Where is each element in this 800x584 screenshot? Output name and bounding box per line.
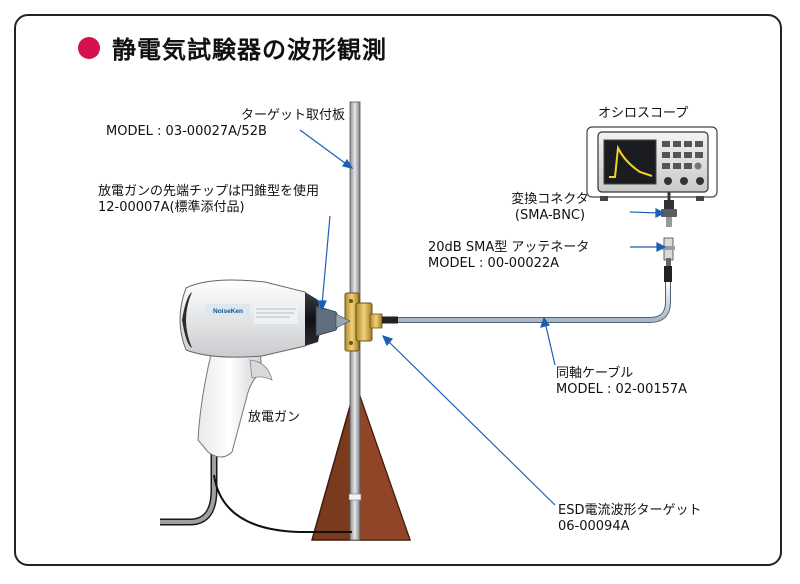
stand-pyramid: [311, 382, 412, 541]
page-title: 静電気試験器の波形観測: [112, 36, 387, 64]
cable-model: MODEL : 02-00157A: [556, 382, 688, 397]
target-plate-model: MODEL : 03-00027A/52B: [106, 124, 267, 139]
tip-label: 放電ガンの先端チップは円錐型を使用: [98, 184, 320, 199]
esd-target: [344, 292, 383, 352]
oscilloscope-label: オシロスコープ: [598, 106, 689, 121]
title-block: 静電気試験器の波形観測: [78, 30, 387, 65]
attenuator-model: MODEL : 00-00022A: [428, 256, 560, 271]
oscilloscope-device: [586, 126, 718, 201]
coax-cable: [382, 266, 672, 324]
callout-arrows: [299, 129, 667, 506]
connector-type: (SMA-BNC): [514, 208, 586, 223]
connector-label: 変換コネクタ: [511, 192, 589, 207]
esd-target-label: ESD電流波形ターゲット: [558, 503, 702, 518]
gun-label: 放電ガン: [248, 410, 301, 425]
attenuator: [662, 237, 675, 266]
target-plate-label: ターゲット取付板: [228, 108, 358, 124]
diagram-frame: [14, 14, 782, 566]
esd-target-model: 06-00094A: [558, 519, 630, 534]
tip-model: 12-00007A(標準添付品): [98, 200, 245, 215]
cable-label: 同軸ケーブル: [556, 366, 634, 381]
esd-gun: NoiseKen: [179, 279, 351, 458]
bullet-dot: [78, 36, 100, 59]
svg-text:NoiseKen: NoiseKen: [213, 308, 243, 315]
target-plate-name: ターゲット取付板: [240, 108, 345, 123]
gun-cable: [160, 450, 352, 533]
attenuator-label: 20dB SMA型 アッテネータ: [428, 240, 590, 255]
